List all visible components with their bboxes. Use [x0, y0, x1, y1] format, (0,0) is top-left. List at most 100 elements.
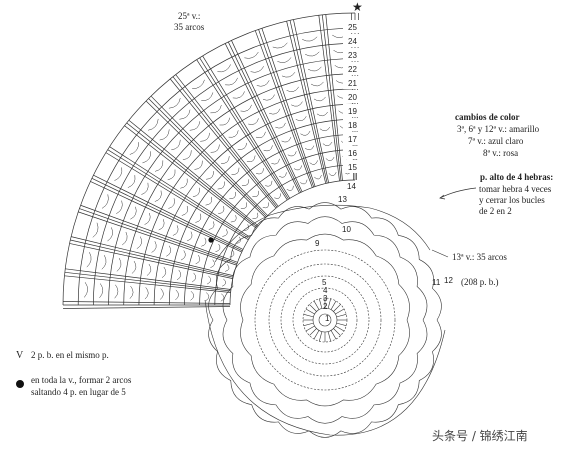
row-number-box [343, 132, 365, 145]
fan-chain-loop [101, 194, 109, 209]
fan-chain-loop [255, 131, 266, 138]
fan-chain-loop [221, 156, 230, 164]
fan-stitch-line [124, 125, 257, 229]
stitch-note-line3: de 2 en 2 [479, 206, 512, 216]
fan-chain-loop [181, 205, 188, 216]
fan-chain-loop [141, 182, 149, 195]
fan-chain-loop [206, 171, 214, 180]
fan-chain-loop [172, 225, 179, 236]
fan-chain-loop [240, 104, 252, 112]
fan-chain-loop [314, 174, 322, 180]
fan-chain-loop [281, 137, 292, 143]
fan-stitch-line [258, 29, 315, 188]
fan-chain-loop [272, 42, 288, 49]
row-number-box [343, 76, 365, 89]
fan-chain-loop [99, 283, 104, 298]
fan-stitch-line [91, 177, 243, 252]
fan-chain-loop [101, 255, 107, 270]
row-number-21: 21 [348, 79, 357, 88]
fan-chain-loop [231, 167, 240, 175]
center-spoke [327, 298, 331, 309]
fan-chain-loop [151, 241, 157, 253]
fan-chain-loop [131, 260, 137, 274]
fan-chain-loop [142, 151, 152, 164]
fan-stitch-line [318, 15, 340, 182]
fan-chain-loop [262, 94, 275, 101]
fan-stitch-line [70, 239, 234, 278]
fan-chain-loop [84, 282, 88, 298]
fan-chain-loop [220, 293, 225, 302]
fan-chain-loop [217, 64, 231, 73]
fan-stitch-line [63, 301, 231, 304]
fan-chain-loop [175, 289, 179, 301]
fan-stitch-line [224, 43, 300, 194]
fan-chain-loop [319, 126, 331, 132]
stitch-ring [292, 287, 358, 353]
color-change-line1: 3ª, 6ª y 12ª v.: amarillo [457, 124, 540, 134]
fan-chain-loop [122, 231, 128, 246]
center-spoke [309, 328, 317, 336]
fan-stitch-line [261, 28, 316, 187]
row-number-box [343, 104, 365, 117]
row-number-16: 16 [348, 149, 357, 158]
fan-chain-loop [86, 252, 92, 268]
fan-stitch-line [128, 119, 259, 227]
fan-chain-loop [316, 111, 328, 117]
fan-chain-loop [192, 79, 205, 89]
center-spoke [327, 331, 331, 342]
row13-label: 13ª v.: 35 arcos [452, 252, 507, 262]
center-spoke [333, 304, 341, 312]
fan-chain-loop [205, 292, 210, 302]
fan-stitch-line [231, 40, 303, 192]
petal-ring [240, 233, 410, 407]
fan-chain-loop [246, 155, 256, 163]
fan-chain-loop [279, 172, 287, 178]
row-number-23: 23 [348, 51, 357, 60]
fan-chain-loop [154, 190, 162, 202]
fan-chain-loop [107, 227, 113, 242]
fan-chain-loop [158, 219, 165, 231]
dot-marker-on-chart-icon [208, 237, 214, 243]
flower-motif [204, 202, 446, 438]
fan-chain-loop [243, 224, 249, 231]
fan-chain-loop [291, 101, 303, 107]
fan-chain-loop [224, 264, 230, 272]
fan-chain-loop [241, 179, 250, 186]
fan-chain-loop [304, 145, 315, 151]
fan-chain-loop [232, 91, 245, 99]
fan-chain-loop [189, 121, 201, 131]
fan-chain-loop [286, 185, 294, 191]
fan-stitch-line [196, 59, 288, 201]
fan-chain-loop [219, 117, 231, 126]
fan-stitch-line [107, 149, 250, 239]
fan-stitch-line [90, 181, 242, 253]
center-spoke [303, 322, 314, 326]
fan-chain-loop [201, 92, 214, 102]
fan-chain-loop [92, 222, 99, 238]
fan-stitch-line [199, 57, 289, 200]
fan-chain-loop [191, 272, 197, 283]
fan-chain-loop [305, 51, 320, 57]
fan-chain-loop [146, 263, 152, 276]
outer-border-arc [204, 299, 446, 436]
fan-chain-loop [206, 275, 211, 285]
fan-chain-loop [166, 245, 172, 257]
pointer-line [439, 187, 477, 199]
fan-stitch-line [63, 306, 231, 309]
legend-v-text: 2 p. b. en el mismo p. [31, 350, 109, 360]
row-number-box [343, 90, 365, 103]
fan-chain-loop [148, 118, 159, 131]
fan-chain-loop [194, 160, 203, 170]
center-spoke [333, 328, 341, 336]
dot-marker-icon [16, 380, 24, 388]
fan-chain-loop [210, 259, 215, 268]
fan-chain-loop [210, 105, 222, 114]
fan-chain-loop [222, 229, 228, 237]
fan-chain-loop [252, 212, 259, 219]
fan-chain-loop [235, 236, 241, 244]
fan-chain-loop [159, 129, 170, 141]
stitch-note-title: p. alto de 4 hebras: [480, 172, 553, 182]
row-number-9: 9 [315, 239, 320, 248]
